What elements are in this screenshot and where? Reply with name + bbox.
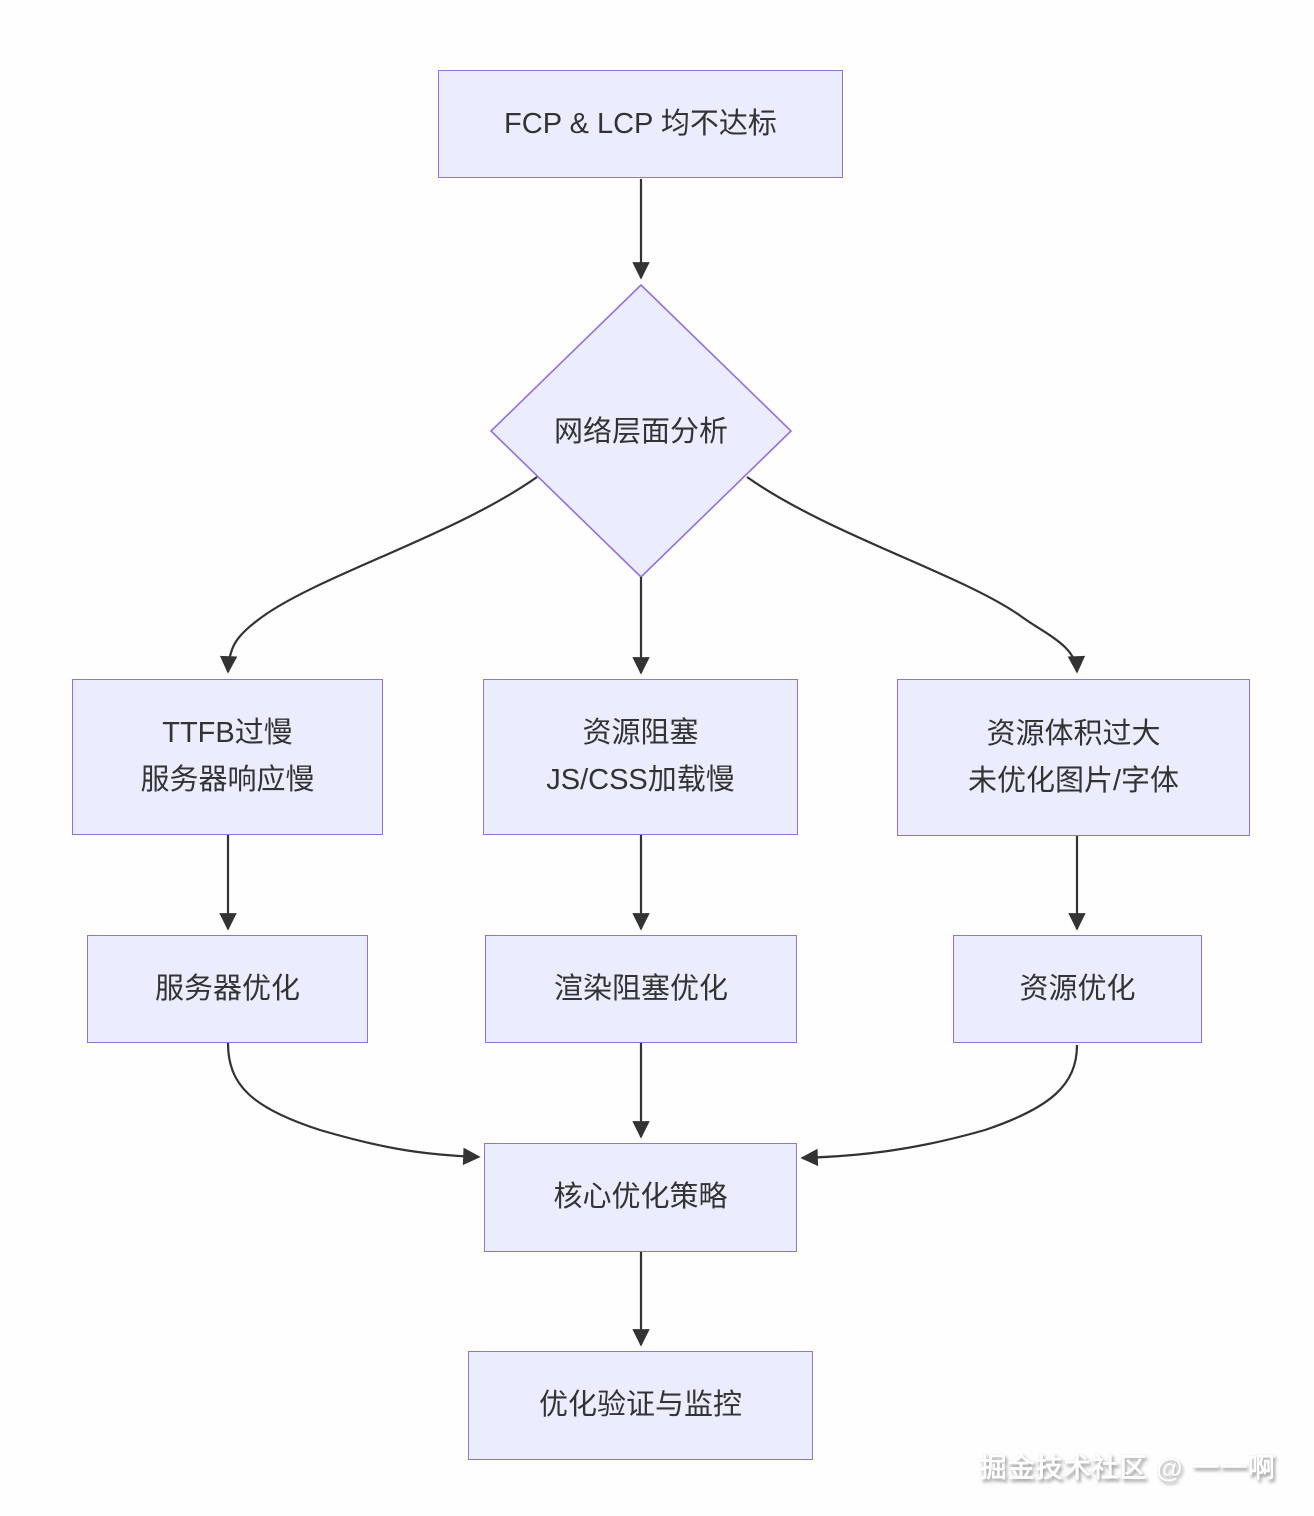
node-ttfb-line2: 服务器响应慢 (140, 764, 315, 796)
node-server-opt: 服务器优化 (87, 935, 368, 1043)
node-oversize-line2: 未优化图片/字体 (967, 764, 1180, 797)
node-ttfb: TTFB过慢 服务器响应慢 (72, 679, 383, 835)
node-resource-opt-label: 资源优化 (1019, 972, 1136, 1005)
node-blocking-line1: 资源阻塞 (582, 717, 699, 749)
node-ttfb-line1: TTFB过慢 (162, 717, 293, 749)
node-render-opt-label: 渲染阻塞优化 (553, 972, 728, 1005)
node-oversize: 资源体积过大 未优化图片/字体 (897, 679, 1250, 836)
node-render-opt: 渲染阻塞优化 (485, 935, 797, 1043)
node-verify: 优化验证与监控 (468, 1351, 813, 1460)
node-server-opt-label: 服务器优化 (154, 972, 300, 1005)
edge-decision-to-oversize (746, 476, 1086, 674)
node-start: FCP & LCP 均不达标 (438, 70, 843, 178)
node-core-label: 核心优化策略 (553, 1181, 728, 1213)
node-core: 核心优化策略 (484, 1143, 797, 1252)
node-blocking: 资源阻塞 JS/CSS加载慢 (483, 679, 798, 835)
node-decision-label: 网络层面分析 (553, 416, 728, 448)
juejin-watermark: 掘金技术社区 @ 一一啊 (979, 1453, 1276, 1483)
node-oversize-line1: 资源体积过大 (986, 717, 1161, 750)
edge-serveropt-to-core (226, 1042, 481, 1166)
node-blocking-line2: JS/CSS加载慢 (546, 764, 735, 796)
node-resource-opt: 资源优化 (953, 935, 1202, 1043)
node-verify-label: 优化验证与监控 (538, 1389, 742, 1421)
node-start-label: FCP & LCP 均不达标 (504, 107, 777, 140)
edge-resourceopt-to-core (800, 1044, 1079, 1167)
edge-decision-to-ttfb (219, 476, 538, 674)
